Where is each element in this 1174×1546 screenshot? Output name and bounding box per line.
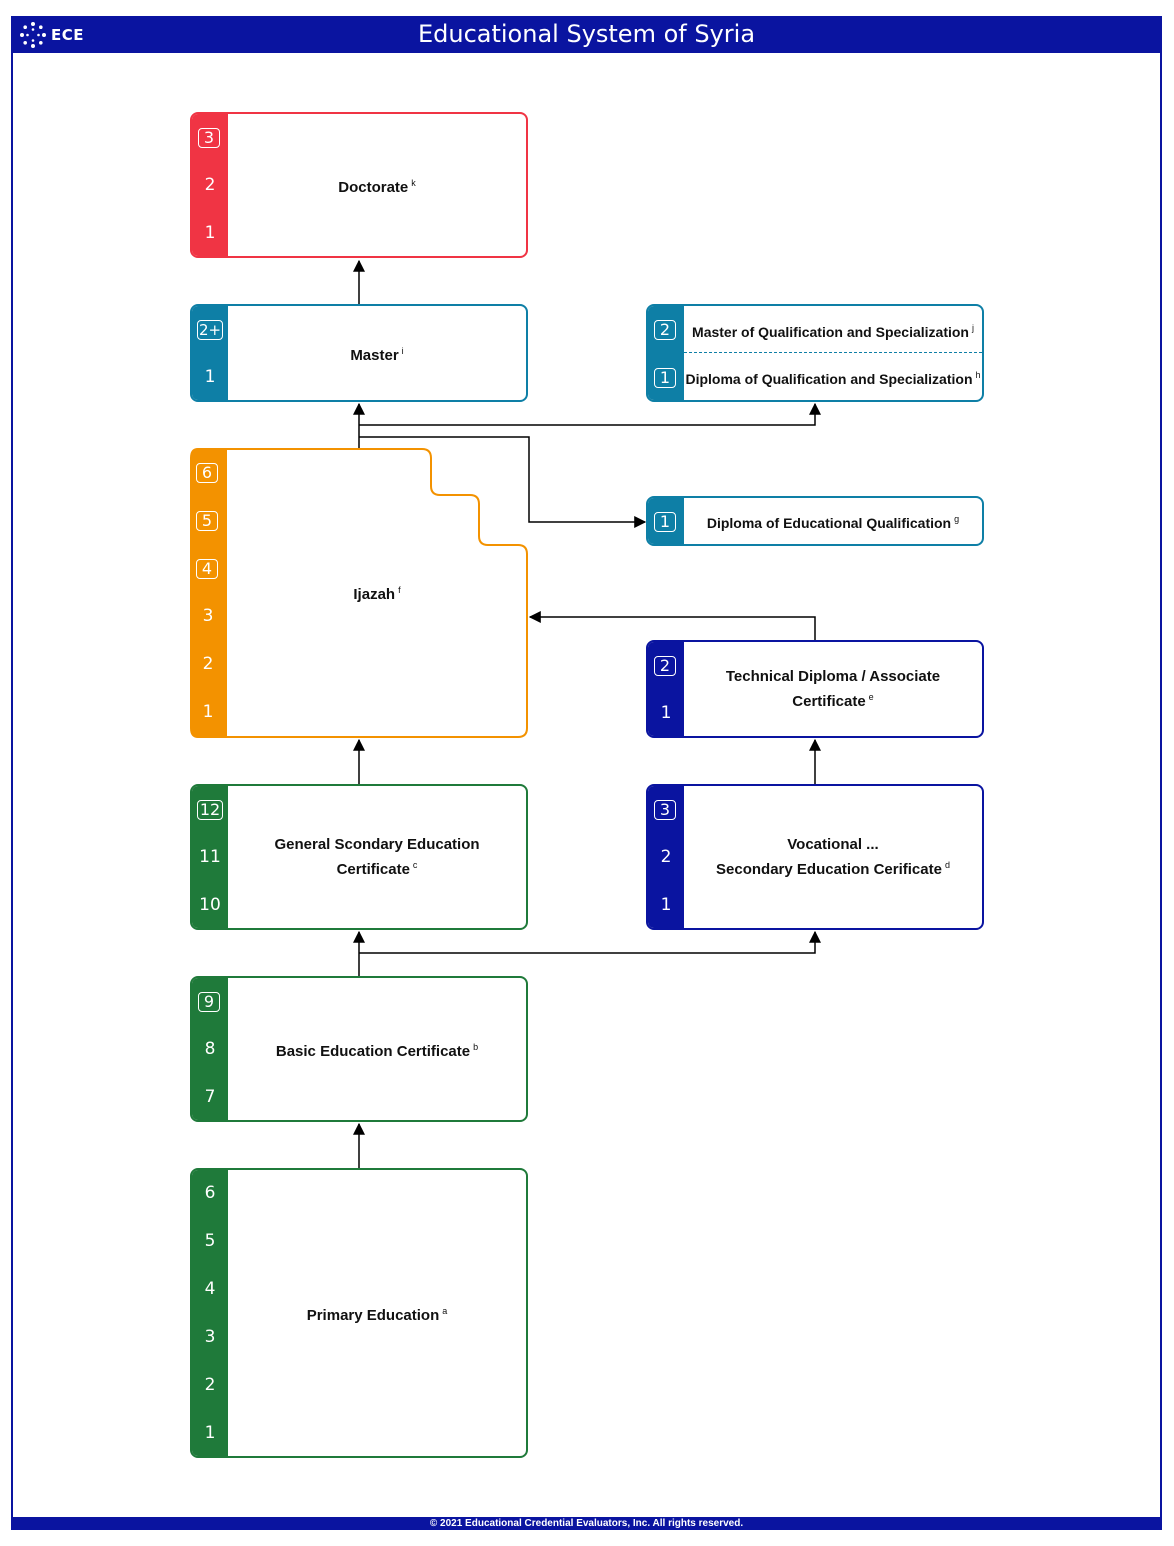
general-sec-title-line1: General Scondary Education — [274, 836, 480, 853]
master-qual-title: Master of Qualification and Specializati… — [692, 323, 969, 340]
logo-text: ECE — [51, 25, 85, 44]
year-label: 8 — [204, 1039, 216, 1059]
vocational-title-line1: Vocational ... — [787, 836, 879, 853]
footnote-marker: h — [975, 369, 981, 380]
footnote-marker: g — [954, 513, 960, 524]
arrow-ijazah-to-qual-spec — [359, 402, 821, 426]
technical-title-line2: Certificate — [792, 693, 866, 710]
footnote-marker: f — [398, 584, 401, 595]
vocational-secondary-box: 3 2 1 Vocational ... Secondary Education… — [646, 784, 984, 930]
arrow-ijazah-to-edu-qual — [359, 436, 647, 528]
year-label-terminal: 3 — [198, 128, 220, 148]
year-label: 5 — [204, 1231, 216, 1251]
primary-title: Primary Education — [306, 1306, 440, 1324]
year-label: 10 — [199, 895, 221, 915]
diploma-edu-title: Diploma of Educational Qualification — [706, 514, 952, 531]
copyright-text: © 2021 Educational Credential Evaluators… — [429, 1518, 744, 1529]
general-secondary-box: 12 11 10 General Scondary Education Cert… — [190, 784, 528, 930]
year-label: 6 — [204, 1183, 216, 1203]
footnote-marker: k — [411, 177, 416, 188]
year-label-terminal: 2 — [654, 320, 676, 340]
ece-logo: ECE — [19, 20, 84, 49]
year-label-terminal: 12 — [197, 800, 223, 820]
year-strip — [192, 1170, 228, 1456]
diploma-qual-title: Diploma of Qualification and Specializat… — [685, 370, 973, 387]
dashed-divider — [684, 352, 982, 353]
year-label: 2 — [660, 847, 672, 867]
year-label-terminal: 1 — [654, 368, 676, 388]
qualification-specialization-box: 2 1 Master of Qualification and Speciali… — [646, 304, 984, 402]
year-label: 11 — [199, 847, 221, 867]
footnote-marker: d — [944, 860, 950, 870]
year-label: 1 — [204, 223, 216, 243]
program-label: Master of Qualification and Specializati… — [684, 308, 982, 352]
general-sec-title-line2: Certificate — [336, 861, 410, 878]
year-label: 2 — [204, 175, 216, 195]
technical-title-line1: Technical Diploma / Associate — [725, 668, 941, 685]
year-label: 1 — [202, 702, 214, 722]
footnote-marker: j — [971, 322, 974, 333]
year-label: 2 — [204, 1375, 216, 1395]
year-label-terminal: 9 — [198, 992, 220, 1012]
program-label: Diploma of Qualification and Specializat… — [684, 354, 982, 400]
year-label-terminal: 3 — [654, 800, 676, 820]
year-label-terminal: 4 — [196, 559, 218, 579]
footnote-marker: c — [412, 860, 418, 870]
year-label-terminal: 5 — [196, 511, 218, 531]
year-label: 2 — [202, 654, 214, 674]
year-label: 7 — [204, 1087, 216, 1107]
master-title: Master — [350, 346, 399, 364]
arrow-basic-to-vocational — [359, 930, 821, 954]
vocational-title-line2: Secondary Education Cerificate — [716, 861, 942, 878]
year-label: 1 — [660, 703, 672, 723]
year-label: 1 — [204, 1423, 216, 1443]
year-label-terminal: 6 — [196, 463, 218, 483]
year-label: 1 — [660, 895, 672, 915]
year-label-terminal: 2 — [654, 656, 676, 676]
year-label-terminal: 2+ — [197, 320, 223, 340]
page-title: Educational System of Syria — [417, 20, 756, 48]
ijazah-box-outline — [190, 448, 528, 738]
year-label: 1 — [204, 367, 216, 387]
footnote-marker: e — [868, 692, 874, 702]
ijazah-title: Ijazah — [353, 585, 396, 603]
footnote-marker: b — [473, 1041, 479, 1052]
doctorate-title: Doctorate — [338, 178, 409, 196]
technical-diploma-box: 2 1 Technical Diploma / Associate Certif… — [646, 640, 984, 738]
program-label: Technical Diploma / Associate Certificat… — [684, 642, 982, 736]
year-label: 3 — [202, 606, 214, 626]
footnote-marker: a — [442, 1305, 448, 1316]
arrow-technical-to-ijazah — [528, 611, 816, 640]
year-label: 3 — [204, 1327, 216, 1347]
sunburst-icon — [20, 21, 46, 48]
footnote-marker: i — [401, 345, 404, 356]
header-bar: ECE Educational System of Syria — [11, 16, 1162, 53]
year-label: 4 — [204, 1279, 216, 1299]
footer-bar: © 2021 Educational Credential Evaluators… — [11, 1517, 1162, 1530]
year-label-terminal: 1 — [654, 512, 676, 532]
basic-title: Basic Education Certificate — [275, 1042, 471, 1060]
program-label: Vocational ... Secondary Education Cerif… — [684, 786, 982, 928]
